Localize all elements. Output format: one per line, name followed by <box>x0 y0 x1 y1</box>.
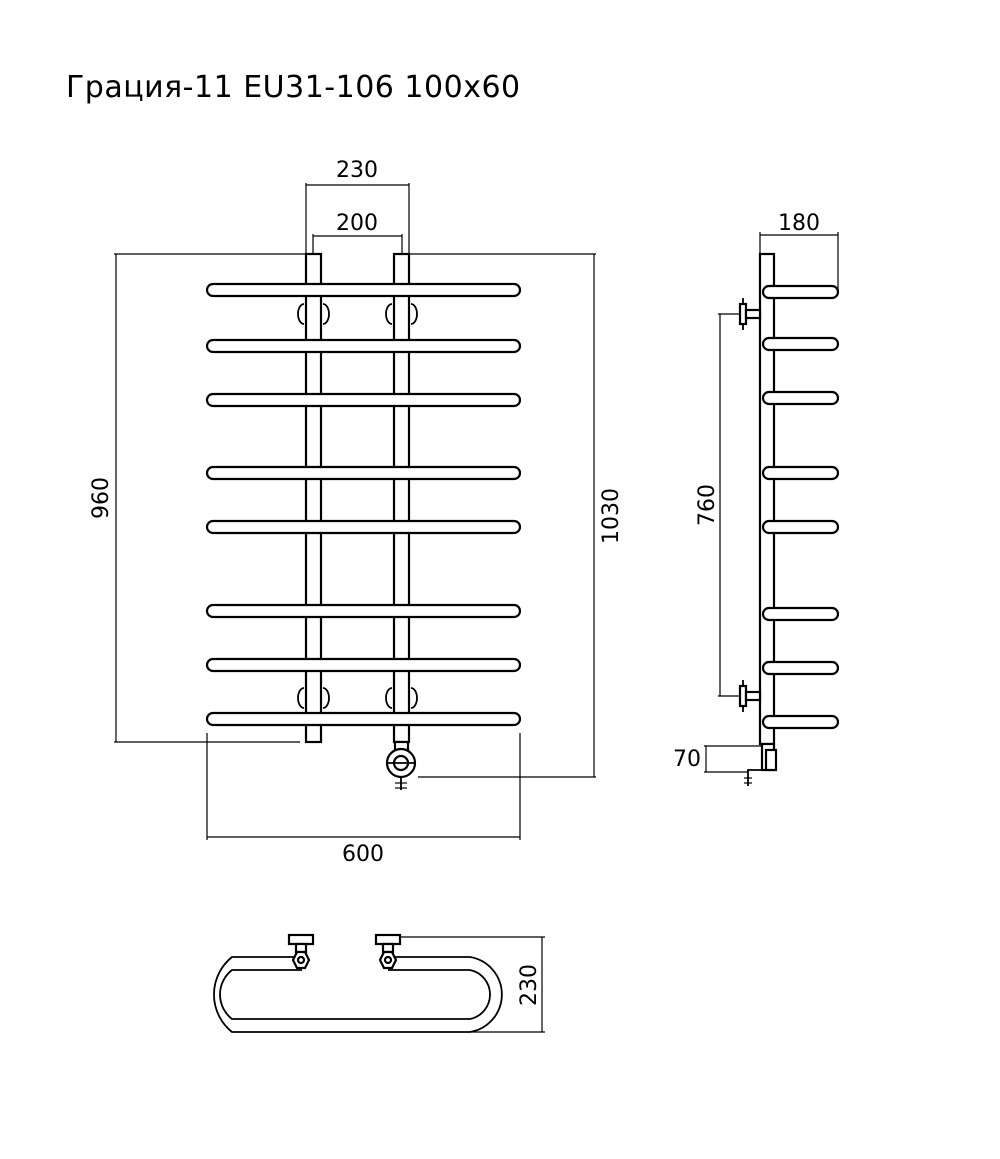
dimension-760: 760 <box>695 313 740 697</box>
dimension-180: 180 <box>759 211 839 292</box>
side-view: 180 760 70 <box>673 211 840 786</box>
top-right-connector <box>374 933 402 970</box>
drawing-title: Грация-11 EU31-106 100х60 <box>66 70 521 105</box>
side-rung <box>761 660 840 676</box>
mount-bracket <box>297 687 330 709</box>
side-rung <box>761 465 840 481</box>
dimension-230: 230 <box>305 158 410 254</box>
dimension-1030: 1030 <box>409 253 624 778</box>
mount-bracket <box>385 687 418 709</box>
top-dimension-230: 230 <box>400 936 545 1033</box>
side-rung <box>761 390 840 406</box>
top-left-connector <box>287 933 315 970</box>
side-wall-mount-top <box>738 298 762 330</box>
rung <box>205 465 522 481</box>
mount-bracket <box>297 303 330 325</box>
loop-inner <box>219 969 491 1020</box>
dim-label-70: 70 <box>673 747 701 772</box>
dim-label-760: 760 <box>695 484 720 526</box>
dimension-600: 600 <box>206 733 521 867</box>
front-view: 230 200 960 1030 600 <box>89 158 624 867</box>
dimension-960: 960 <box>89 253 306 743</box>
side-rung <box>761 714 840 730</box>
dimension-200: 200 <box>312 211 403 254</box>
loop-outer <box>213 956 503 1033</box>
dim-label-1030: 1030 <box>599 488 624 544</box>
dim-label-180: 180 <box>778 211 820 236</box>
side-rung <box>761 606 840 622</box>
rung <box>205 338 522 354</box>
rungs <box>205 282 522 727</box>
side-rung <box>761 336 840 352</box>
rung <box>205 392 522 408</box>
dim-label-230: 230 <box>336 158 378 183</box>
dim-label-960: 960 <box>89 477 114 519</box>
rung <box>205 282 522 298</box>
dim-label-600: 600 <box>342 842 384 867</box>
side-rung <box>761 519 840 535</box>
side-wall-mount-bottom <box>738 680 762 712</box>
rung <box>205 519 522 535</box>
wall-mounts <box>297 303 418 709</box>
bottom-connection-fitting <box>385 740 417 790</box>
top-view: 230 <box>213 933 545 1033</box>
rung <box>205 657 522 673</box>
dimension-70: 70 <box>673 745 762 773</box>
rung <box>205 711 522 727</box>
side-connection <box>744 742 778 786</box>
side-rung <box>761 284 840 300</box>
top-dim-label-230: 230 <box>517 964 542 1006</box>
mount-bracket <box>385 303 418 325</box>
rung <box>205 603 522 619</box>
dim-label-200: 200 <box>336 211 378 236</box>
side-rungs <box>761 284 840 730</box>
